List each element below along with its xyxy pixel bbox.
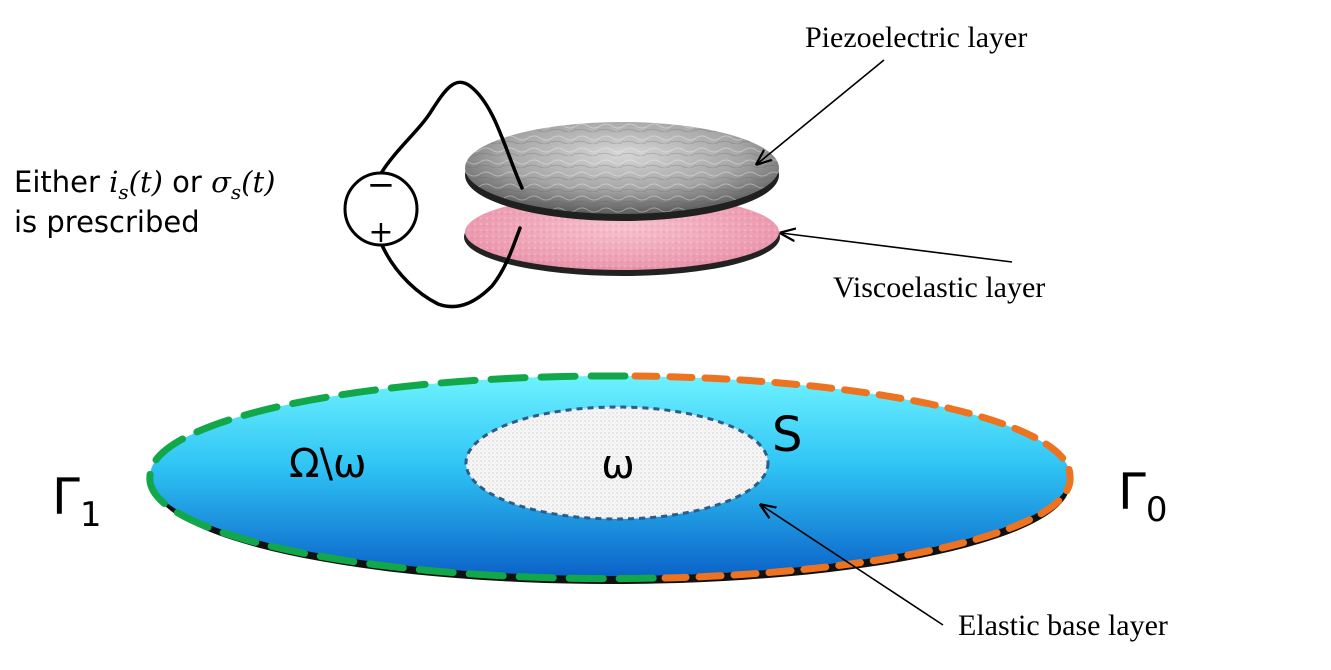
gamma0-label: Γ0 bbox=[1118, 463, 1168, 530]
elastic-base-layer bbox=[146, 372, 1074, 584]
region-omega-label: ω bbox=[601, 442, 635, 488]
elastic-arrow bbox=[761, 505, 944, 626]
voltage-source: − + bbox=[343, 165, 419, 250]
elastic-layer-label: Elastic base layer bbox=[958, 609, 1168, 642]
source-label-line1: Either is(t) or σs(t) bbox=[14, 165, 275, 204]
piezo-arrow bbox=[757, 59, 885, 164]
piezo-layer-label: Piezoelectric layer bbox=[805, 21, 1027, 54]
source-minus: − bbox=[367, 165, 396, 205]
piezo-texture bbox=[465, 122, 779, 214]
gamma1-label: Γ1 bbox=[52, 468, 102, 535]
visco-arrow bbox=[781, 233, 1013, 263]
boundary-gamma0 bbox=[631, 372, 1074, 582]
visco-layer-label: Viscoelastic layer bbox=[833, 271, 1045, 304]
source-label-line2: is prescribed bbox=[14, 205, 200, 239]
region-omega-minus-label: Ω\ω bbox=[289, 441, 367, 487]
wire-bottom bbox=[379, 226, 522, 309]
region-s-label: S bbox=[772, 407, 802, 463]
piezoelectric-layer bbox=[465, 122, 779, 221]
circuit-wires bbox=[378, 80, 524, 309]
source-circle bbox=[343, 171, 419, 247]
source-plus: + bbox=[368, 215, 393, 250]
wire-top bbox=[378, 80, 524, 190]
boundary-gamma1 bbox=[146, 372, 664, 583]
inner-region-omega bbox=[464, 405, 770, 521]
